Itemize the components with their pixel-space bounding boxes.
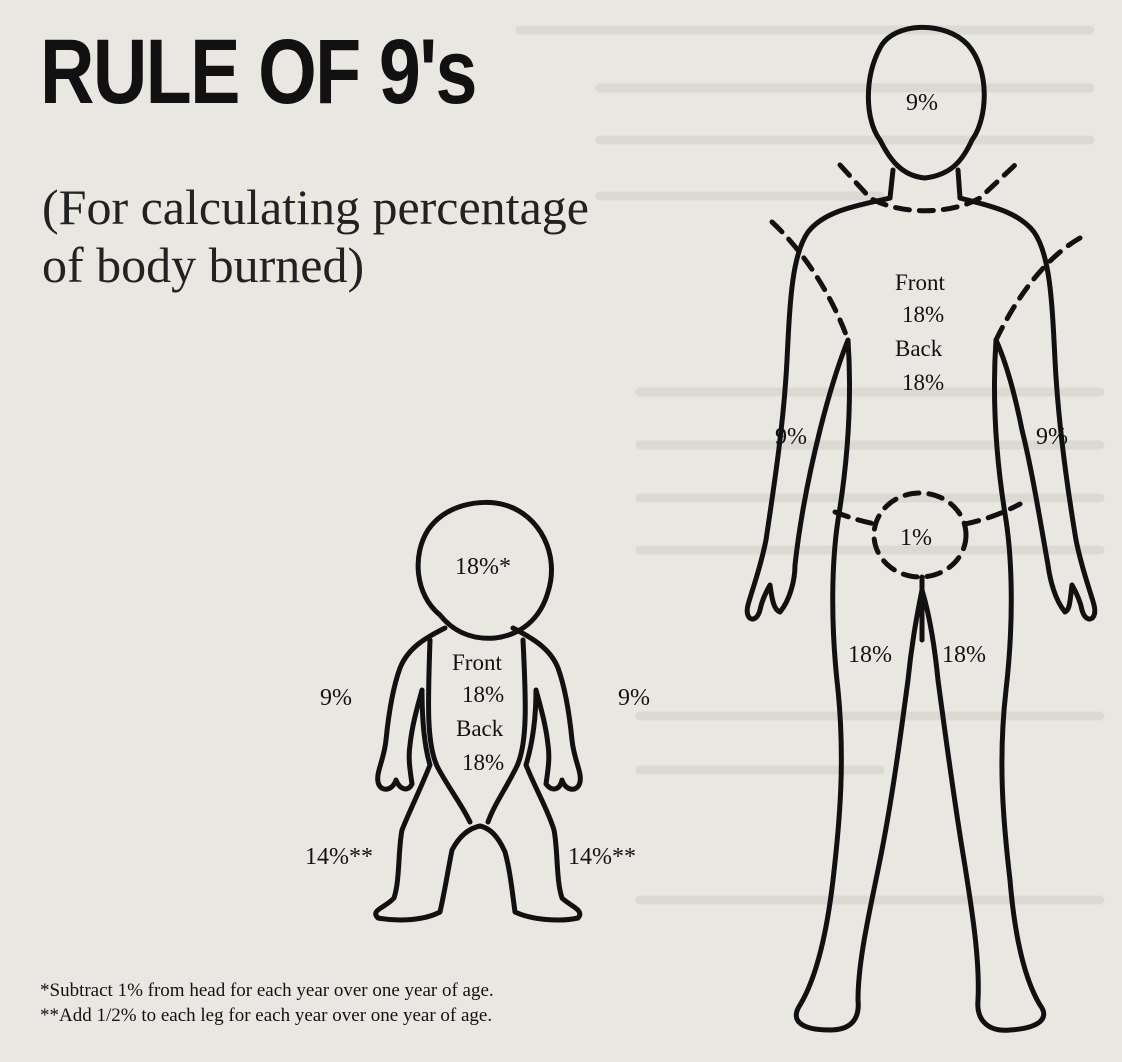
child-figure: 18%* Front 18% Back 18% 9% 9% 14%** 14%*… (305, 502, 650, 920)
adult-neck-outline (890, 170, 960, 198)
child-left-arm-label: 9% (320, 685, 352, 711)
child-torso-back-value: 18% (462, 750, 504, 775)
adult-torso-front-label: Front (895, 270, 945, 295)
child-torso-front-value: 18% (462, 682, 504, 707)
adult-torso-back-value: 18% (902, 370, 944, 395)
adult-groin-label: 1% (900, 525, 932, 551)
adult-right-shoulder-boundary (996, 238, 1080, 340)
adult-left-leg-label: 18% (848, 642, 892, 668)
adult-left-hip-boundary (835, 512, 875, 524)
footnotes: *Subtract 1% from head for each year ove… (40, 978, 494, 1028)
adult-left-shoulder-boundary (772, 222, 848, 340)
adult-right-hip-boundary (965, 504, 1020, 524)
child-head-label: 18%* (455, 554, 511, 580)
adult-left-arm-label: 9% (775, 424, 807, 450)
footnote-leg: **Add 1/2% to each leg for each year ove… (40, 1003, 494, 1028)
child-right-leg-label: 14%** (568, 844, 636, 870)
footnote-head: *Subtract 1% from head for each year ove… (40, 978, 494, 1003)
child-torso-back-label: Back (456, 716, 504, 741)
child-right-arm-label: 9% (618, 685, 650, 711)
adult-head-label: 9% (906, 90, 938, 116)
adult-torso-front-value: 18% (902, 302, 944, 327)
adult-figure: 9% Front 18% Back 18% 9% 9% 1% 18% 18% (747, 27, 1095, 1030)
child-left-leg-label: 14%** (305, 844, 373, 870)
adult-right-arm-label: 9% (1036, 424, 1068, 450)
adult-torso-back-label: Back (895, 336, 943, 361)
adult-right-leg-label: 18% (942, 642, 986, 668)
child-torso-front-label: Front (452, 650, 502, 675)
